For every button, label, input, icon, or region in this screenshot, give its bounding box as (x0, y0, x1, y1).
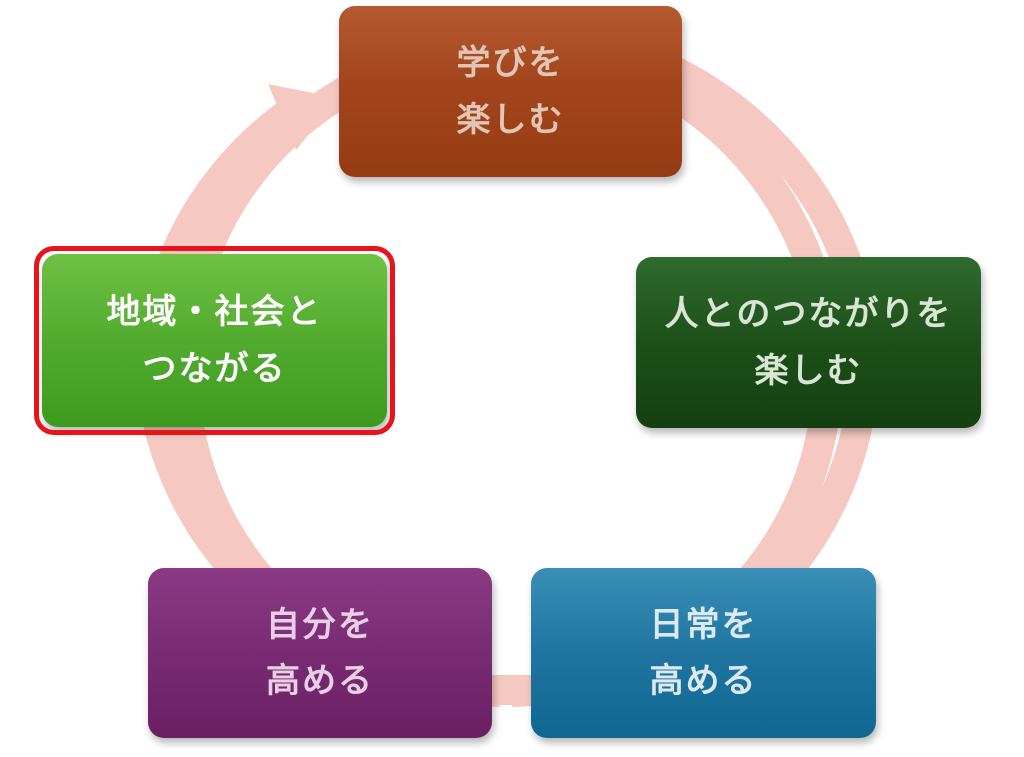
cycle-arrowhead (268, 84, 338, 150)
node-learn: 学びを 楽しむ (339, 6, 682, 177)
node-community-line-1: 地域・社会と (106, 292, 323, 333)
node-daily-line-2: 高める (649, 661, 758, 701)
node-self-line-1: 自分を (266, 604, 374, 645)
node-self-line-2: 高める (266, 661, 374, 701)
node-people-line-1: 人とのつながりを (664, 294, 953, 335)
node-daily-line-1: 日常を (649, 604, 758, 645)
node-people: 人とのつながりを 楽しむ (636, 257, 981, 428)
node-self: 自分を 高める (148, 568, 492, 738)
node-community-line-2: つながる (142, 348, 287, 389)
node-learn-line-2: 楽しむ (456, 99, 565, 140)
node-people-line-2: 楽しむ (754, 350, 863, 391)
node-community: 地域・社会と つながる (42, 254, 387, 427)
node-learn-line-1: 学びを (456, 43, 565, 84)
node-daily: 日常を 高める (531, 568, 876, 738)
